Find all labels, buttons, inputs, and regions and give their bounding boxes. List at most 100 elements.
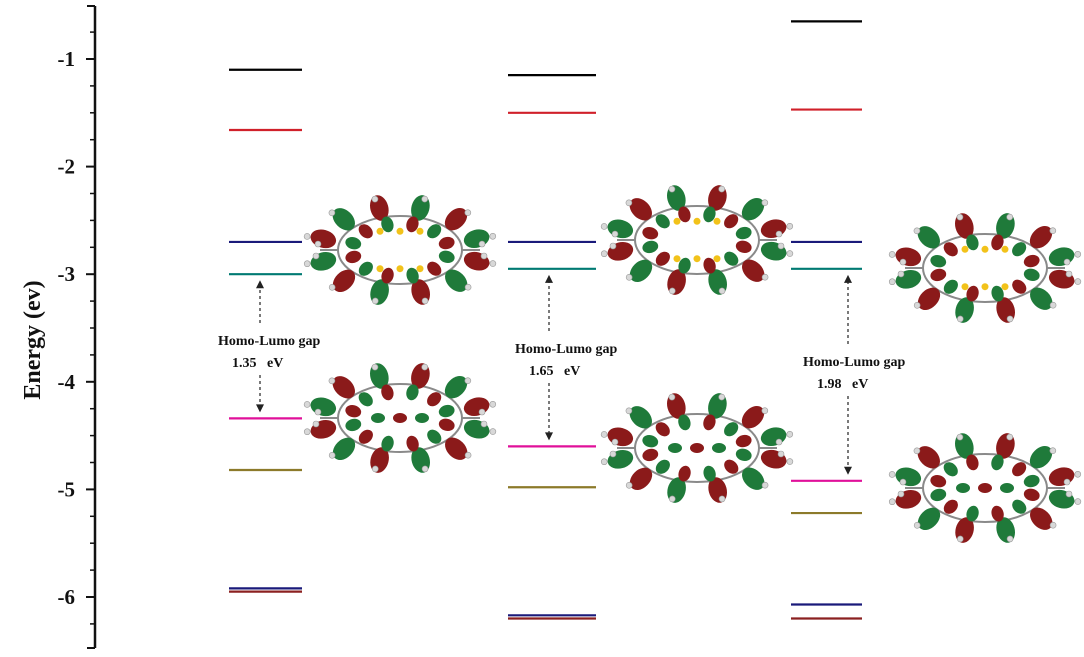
lumo-orbital-image	[888, 213, 1082, 323]
sulfur-atom	[693, 217, 701, 225]
hydrogen-atom	[421, 465, 429, 473]
orbital-lobe	[930, 475, 947, 488]
orbital-lobe	[895, 467, 922, 487]
sulfur-atom	[961, 283, 969, 291]
hydrogen-atom	[1074, 250, 1082, 258]
orbital-lobe	[1023, 268, 1040, 281]
orbital-lobe	[991, 505, 1004, 522]
hydrogen-atom	[775, 230, 783, 238]
hydrogen-atom	[956, 213, 964, 221]
orbital-lobe	[760, 449, 787, 469]
y-axis: -1-2-3-4-5-6	[58, 5, 97, 649]
orbital-lobe	[1048, 269, 1075, 289]
hydrogen-atom	[888, 498, 896, 506]
hydrogen-atom	[761, 407, 769, 414]
orbital-lobe	[966, 505, 979, 522]
orbital-lobe	[1012, 242, 1027, 257]
hydrogen-atom	[625, 199, 633, 207]
orbital-lobe	[668, 443, 682, 453]
hydrogen-atom	[371, 363, 379, 371]
sulfur-atom	[1001, 245, 1009, 253]
orbital-lobe	[629, 198, 652, 221]
orbital-lobe	[943, 462, 958, 477]
hydrogen-atom	[1049, 447, 1057, 454]
orbital-lobe	[427, 392, 442, 407]
hydrogen-atom	[478, 408, 486, 416]
hydrogen-atom	[625, 407, 633, 415]
hydrogen-atom	[303, 428, 311, 436]
orbital-lobe	[642, 448, 659, 462]
hydrogen-atom	[464, 283, 472, 291]
orbital-lobe	[742, 467, 765, 490]
orbital-lobe	[703, 257, 716, 274]
gap-value: 1.98 eV	[817, 377, 868, 392]
sulfur-atom	[693, 255, 701, 263]
orbital-lobe	[607, 219, 634, 239]
hydrogen-atom	[371, 297, 379, 305]
orbital-lobe	[917, 287, 941, 311]
orbital-lobe	[393, 413, 407, 423]
orbital-lobe	[1023, 474, 1040, 488]
homo-orbital-image	[888, 433, 1082, 543]
orbital-lobe	[438, 250, 455, 263]
orbital-lobe	[1012, 462, 1027, 477]
orbital-lobe	[332, 269, 356, 293]
orbital-lobe	[655, 251, 670, 266]
hydrogen-atom	[718, 287, 726, 295]
orbital-lobe	[642, 227, 659, 240]
orbital-lobe	[310, 229, 337, 249]
orbital-lobe	[703, 206, 716, 223]
sulfur-atom	[981, 283, 989, 291]
hydrogen-atom	[1074, 498, 1082, 505]
orbital-lobe	[381, 216, 394, 233]
hydrogen-atom	[1063, 478, 1071, 486]
orbital-lobe	[741, 405, 765, 429]
hydrogen-atom	[314, 240, 322, 248]
sulfur-atom	[376, 227, 384, 235]
hydrogen-atom	[718, 393, 726, 401]
orbital-lobe	[735, 226, 752, 240]
gap-arrowhead-down	[844, 466, 852, 475]
orbital-lobe	[991, 285, 1004, 302]
hydrogen-atom	[489, 400, 497, 408]
gap-value: 1.35 eV	[232, 356, 283, 371]
orbital-lobe	[930, 488, 947, 502]
orbital-lobe	[1029, 445, 1053, 469]
hydrogen-atom	[328, 452, 336, 459]
orbital-lobe	[445, 269, 468, 292]
orbital-lobe	[735, 434, 752, 448]
hydrogen-atom	[956, 535, 964, 543]
homo-orbital-image	[303, 363, 497, 473]
y-axis-label: Energy (ev)	[20, 280, 46, 399]
hydrogen-atom	[421, 363, 429, 371]
hydrogen-atom	[777, 450, 785, 458]
orbital-lobe	[642, 240, 659, 254]
sulfur-atom	[713, 255, 721, 263]
hydrogen-atom	[761, 273, 769, 281]
orbital-lobe	[345, 418, 362, 432]
orbital-lobe	[724, 214, 739, 229]
orbital-lobe	[371, 413, 385, 423]
hydrogen-atom	[480, 420, 488, 428]
y-tick-label: -4	[58, 370, 76, 394]
orbital-lobe	[358, 392, 373, 407]
hydrogen-atom	[1074, 278, 1082, 285]
orbital-lobe	[310, 252, 337, 271]
orbital-lobe	[724, 251, 739, 266]
sulfur-atom	[673, 255, 681, 263]
hydrogen-atom	[777, 242, 785, 250]
orbital-lobe	[741, 197, 765, 221]
orbital-lobe	[760, 427, 787, 446]
hydrogen-atom	[1065, 270, 1073, 278]
orbital-lobe	[895, 270, 922, 289]
orbital-lobe	[930, 268, 947, 282]
hydrogen-atom	[489, 260, 497, 267]
hydrogen-atom	[609, 242, 617, 250]
orbital-lobe	[332, 208, 355, 231]
orbital-lobe	[629, 259, 653, 283]
orbital-lobe	[438, 404, 455, 418]
hydrogen-atom	[1049, 301, 1057, 309]
hydrogen-atom	[489, 232, 497, 240]
